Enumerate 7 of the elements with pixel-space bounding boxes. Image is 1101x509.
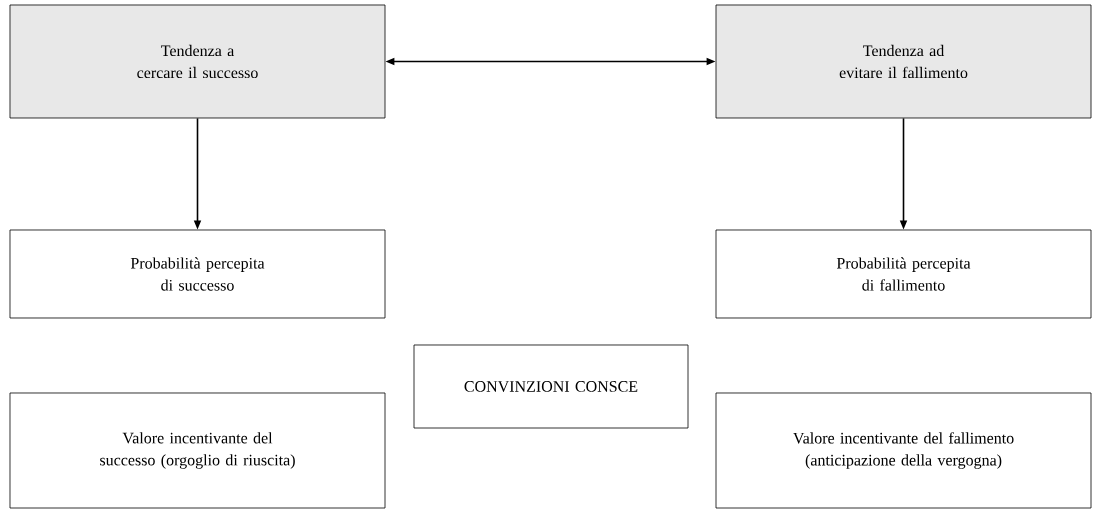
- process-box: Probabilità percepita di fallimento: [715, 229, 1092, 319]
- process-box: Probabilità percepita di successo: [9, 229, 386, 319]
- process-box: CONVINZIONI CONSCE: [413, 344, 689, 429]
- process-box: Valore incentivante del fallimento (anticipazione della vergogna): [715, 392, 1092, 509]
- process-box: Tendenza a cercare il successo: [9, 4, 386, 119]
- process-box: Valore incentivante del successo (orgoglio di riuscita): [9, 392, 386, 509]
- process-box: Tendenza ad evitare il fallimento: [715, 4, 1092, 119]
